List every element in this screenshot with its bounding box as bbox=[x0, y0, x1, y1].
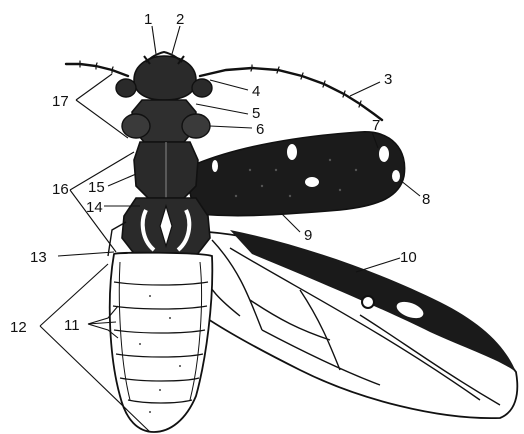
label-5: 5 bbox=[252, 105, 260, 122]
label-8: 8 bbox=[422, 191, 430, 208]
label-11: 11 bbox=[64, 317, 80, 334]
label-13: 13 bbox=[30, 249, 47, 266]
label-6: 6 bbox=[256, 121, 264, 138]
label-14: 14 bbox=[86, 199, 103, 216]
label-7: 7 bbox=[372, 117, 380, 134]
label-2: 2 bbox=[176, 11, 184, 28]
antenna-right bbox=[200, 65, 382, 120]
label-4: 4 bbox=[252, 83, 260, 100]
label-1: 1 bbox=[144, 11, 152, 28]
label-16: 16 bbox=[52, 181, 69, 198]
abdomen bbox=[110, 253, 213, 432]
label-15: 15 bbox=[88, 179, 105, 196]
label-17: 17 bbox=[52, 93, 69, 110]
antenna-left bbox=[66, 61, 128, 76]
hind-wing bbox=[176, 230, 517, 418]
label-10: 10 bbox=[400, 249, 417, 266]
label-9: 9 bbox=[304, 227, 312, 244]
pronotum bbox=[122, 100, 210, 198]
metathorax bbox=[108, 198, 210, 256]
label-12: 12 bbox=[10, 319, 27, 336]
elytron bbox=[190, 132, 405, 216]
label-3: 3 bbox=[384, 71, 392, 88]
head bbox=[116, 52, 212, 100]
